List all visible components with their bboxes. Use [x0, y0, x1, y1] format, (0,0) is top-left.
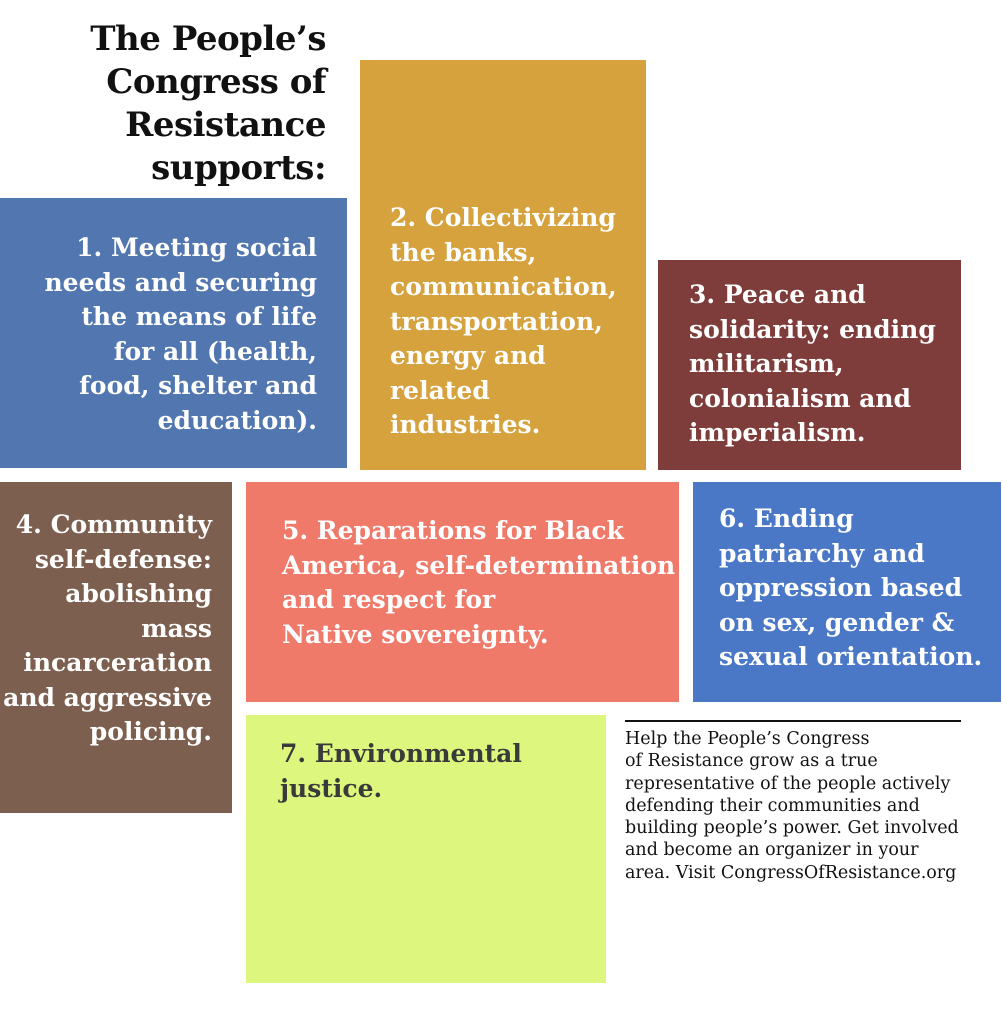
point-line: 4. Community — [15, 510, 212, 539]
info-line: of Resistance grow as a true — [625, 751, 878, 772]
point-text: 2. Collectivizing the banks, communicati… — [390, 201, 617, 443]
point-box-7-environmental-justice: 7. Environmental justice. — [246, 715, 606, 983]
point-line: imperialism. — [689, 418, 866, 447]
point-text: 1. Meeting social needs and securing the… — [44, 231, 317, 438]
point-line: the banks, — [390, 237, 537, 267]
point-line: 7. Environmental — [280, 739, 522, 768]
point-line: related — [390, 375, 490, 405]
point-line: transportation, — [390, 306, 603, 336]
point-line: 6. Ending — [719, 504, 854, 533]
point-text: 7. Environmental justice. — [280, 737, 522, 806]
title-line: The People’s — [90, 19, 326, 59]
point-line: patriarchy and — [719, 538, 925, 568]
point-line: abolishing — [65, 579, 212, 608]
info-line: Help the People’s Congress — [625, 729, 870, 749]
point-line: incarceration — [23, 648, 212, 677]
title-line: Resistance — [125, 105, 326, 145]
point-text: 3. Peace and solidarity: ending militari… — [689, 278, 936, 451]
point-box-3-peace-solidarity: 3. Peace and solidarity: ending militari… — [658, 260, 961, 470]
info-line: defending their communities and — [625, 795, 920, 816]
point-line: 3. Peace and — [689, 280, 866, 309]
point-line: industries. — [390, 410, 541, 439]
point-line: oppression based — [719, 573, 963, 602]
point-line: militarism, — [689, 349, 844, 378]
point-line: and respect for — [282, 585, 496, 614]
title-line: supports: — [151, 148, 326, 188]
point-line: 2. Collectivizing — [390, 203, 616, 232]
point-line: Native sovereignty. — [282, 619, 549, 649]
title-line: Congress of — [106, 62, 326, 102]
call-to-action-text: Help the People’s Congress of Resistance… — [625, 720, 961, 884]
point-text: 5. Reparations for Black America, self-d… — [282, 514, 675, 652]
point-line: justice. — [280, 773, 383, 803]
point-box-1-social-needs: 1. Meeting social needs and securing the… — [0, 198, 347, 468]
point-box-5-reparations: 5. Reparations for Black America, self-d… — [246, 482, 679, 702]
point-line: food, shelter and — [79, 371, 317, 400]
point-text: 6. Ending patriarchy and oppression base… — [719, 502, 982, 675]
point-line: sexual orientation. — [719, 642, 983, 671]
point-line: self-defense: — [34, 544, 212, 574]
point-line: policing. — [89, 717, 212, 746]
info-line: building people’s power. Get involved — [625, 818, 959, 839]
point-line: solidarity: ending — [689, 314, 936, 344]
point-line: and aggressive — [3, 682, 212, 712]
point-line: 5. Reparations for Black — [282, 516, 624, 545]
point-line: needs and securing — [44, 267, 317, 297]
point-box-4-community-self-defense: 4. Community self-defense: abolishing ma… — [0, 482, 232, 813]
info-line: and become an organizer in your — [625, 840, 919, 861]
point-line: for all (health, — [113, 336, 317, 366]
point-box-6-ending-patriarchy: 6. Ending patriarchy and oppression base… — [693, 482, 1001, 702]
point-line: the means of life — [81, 302, 317, 331]
poster-title: The People’s Congress of Resistance supp… — [70, 18, 326, 190]
point-line: education). — [157, 405, 317, 435]
point-line: 1. Meeting social — [76, 233, 317, 262]
info-line: area. Visit CongressOfResistance.org — [625, 862, 957, 883]
point-text: 4. Community self-defense: abolishing ma… — [3, 508, 212, 750]
point-line: mass — [141, 613, 212, 643]
point-line: colonialism and — [689, 383, 912, 413]
info-line: representative of the people actively — [625, 773, 951, 794]
point-line: energy and — [390, 341, 546, 370]
point-line: on sex, gender & — [719, 607, 955, 637]
point-line: communication, — [390, 272, 617, 301]
point-line: America, self-determination — [282, 550, 676, 580]
point-box-2-collectivizing: 2. Collectivizing the banks, communicati… — [360, 60, 646, 470]
